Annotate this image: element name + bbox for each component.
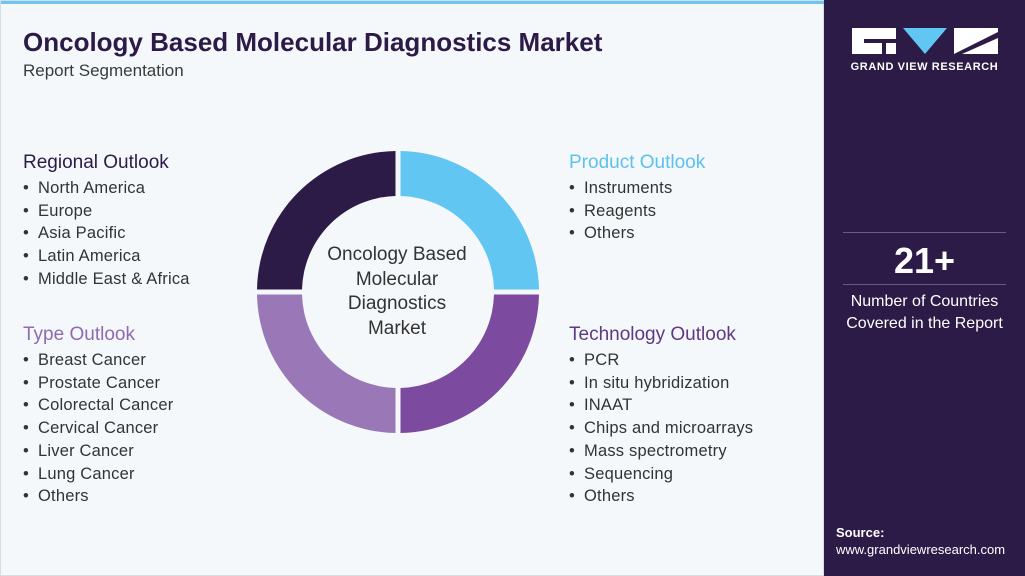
stat-label-line: Number of Countries [850, 293, 999, 310]
segment-list: •Instruments •Reagents •Others [569, 177, 705, 245]
donut-center-line: Diagnostics [347, 293, 447, 314]
list-item: •Europe [23, 201, 93, 220]
segment-technology: Technology Outlook •PCR •In situ hybridi… [569, 324, 753, 508]
list-item: •Chips and microarrays [569, 419, 754, 438]
main-panel: Oncology Based Molecular Diagnostics Mar… [0, 0, 825, 576]
segment-title-technology: Technology Outlook [569, 324, 736, 345]
top-accent-bar [1, 1, 825, 4]
donut-center-label: Oncology Based Molecular Diagnostics Mar… [307, 243, 487, 341]
segment-type: Type Outlook •Breast Cancer •Prostate Ca… [23, 324, 173, 508]
segment-title-product: Product Outlook [569, 152, 706, 173]
list-item: •In situ hybridization [569, 373, 730, 392]
divider [843, 232, 1006, 233]
list-item: •Cervical Cancer [23, 419, 159, 438]
stat-value: 21+ [893, 240, 956, 281]
list-item: •Asia Pacific [23, 224, 126, 243]
list-item: •Breast Cancer [23, 351, 147, 369]
list-item: •PCR [569, 351, 620, 369]
list-item: •INAAT [569, 396, 633, 415]
segment-regional: Regional Outlook •North America •Europe … [23, 152, 190, 291]
sidebar: GRAND VIEW RESEARCH 21+ Number of Countr… [824, 0, 1025, 576]
segment-title-type: Type Outlook [23, 324, 135, 345]
segment-product: Product Outlook •Instruments •Reagents •… [569, 152, 705, 245]
donut-center-line: Oncology Based [327, 244, 467, 265]
segment-title-regional: Regional Outlook [23, 152, 169, 173]
segment-list: •North America •Europe •Asia Pacific •La… [23, 177, 190, 291]
list-item: •Others [569, 224, 635, 243]
page-title: Oncology Based Molecular Diagnostics Mar… [23, 27, 603, 57]
list-item: •Others [569, 487, 635, 506]
logo-text: GRAND VIEW RESEARCH [850, 61, 999, 73]
list-item: •Reagents [569, 201, 657, 220]
list-item: •Colorectal Cancer [23, 396, 174, 415]
donut-segment-regional [257, 151, 396, 290]
list-item: •Mass spectrometry [569, 441, 727, 460]
donut-center-line: Molecular [355, 268, 439, 290]
source-url: www.grandviewresearch.com [836, 542, 1006, 557]
source-label: Source: [836, 525, 885, 540]
list-item: •Latin America [23, 247, 141, 266]
divider [843, 284, 1006, 285]
donut-segment-product [400, 151, 539, 290]
list-item: •North America [23, 179, 146, 197]
list-item: •Others [23, 487, 89, 506]
donut-segment-technology [400, 294, 539, 433]
stat-label-line: Covered in the Report [846, 315, 1003, 332]
list-item: •Prostate Cancer [23, 373, 161, 392]
segment-list: •Breast Cancer •Prostate Cancer •Colorec… [23, 349, 173, 508]
gvr-logo-icon [852, 28, 998, 54]
donut-segment-type [257, 294, 396, 433]
segment-list: •PCR •In situ hybridization •INAAT •Chip… [569, 349, 753, 508]
list-item: •Liver Cancer [23, 441, 134, 460]
list-item: •Lung Cancer [23, 464, 135, 483]
list-item: •Middle East & Africa [23, 269, 190, 288]
segmentation-donut [257, 151, 539, 433]
stat-label: Number of Countries Covered in the Repor… [824, 291, 1025, 335]
page-subtitle: Report Segmentation [23, 61, 184, 80]
donut-center-line: Market [367, 317, 427, 339]
list-item: •Instruments [569, 179, 673, 197]
list-item: •Sequencing [569, 464, 674, 483]
